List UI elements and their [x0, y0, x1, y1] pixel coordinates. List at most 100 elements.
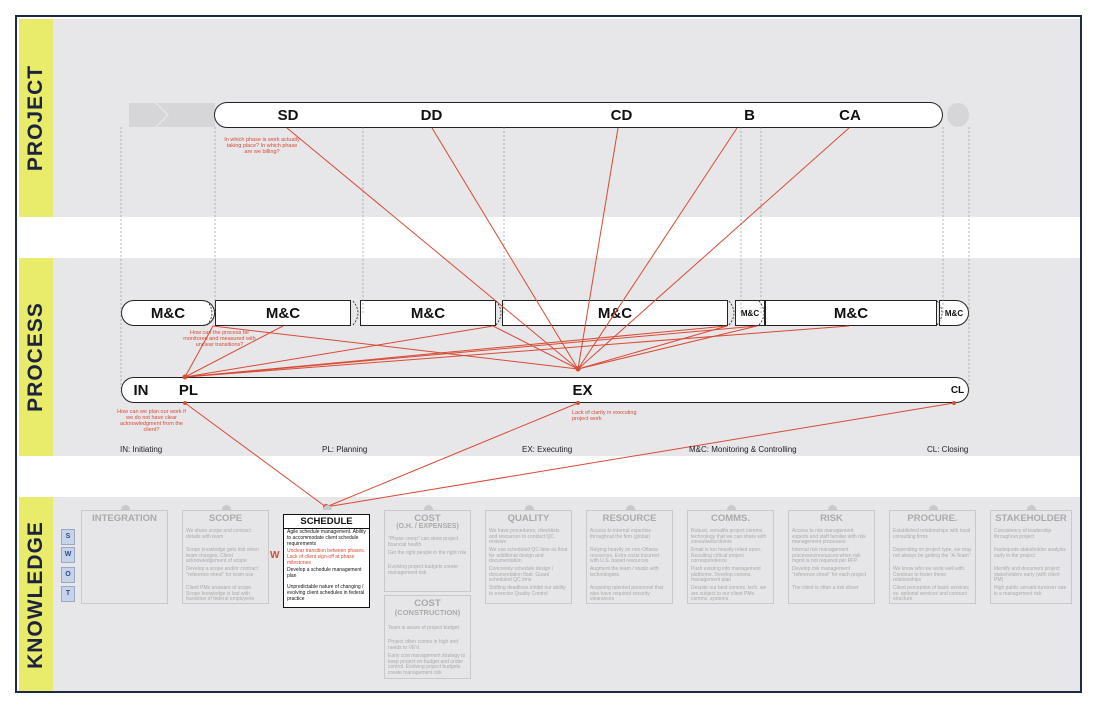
process-in-label: IN [133, 381, 149, 399]
note-mc-question: How can the process be monitored and mea… [183, 330, 256, 348]
process-cl-label: CL [950, 384, 965, 396]
knowledge-card-line: Concretely schedule design / documentati… [489, 566, 554, 584]
knowledge-card-line: Access to internal expertise throughout … [590, 528, 652, 540]
schedule-weakness: Unclear transition between phases. Lack … [287, 548, 366, 566]
knowledge-card-line: "Phase creep" can skew project financial… [388, 536, 459, 548]
tail-bar [947, 103, 969, 127]
swot-w: W [61, 547, 75, 563]
schedule-title: SCHEDULE [284, 516, 369, 529]
knowledge-tab-dot [423, 505, 433, 510]
knowledge-card-comms[interactable]: COMMS.Robust, versatile project comms. t… [687, 510, 774, 604]
cost-construction-title: COST [414, 598, 441, 609]
knowledge-card-line: Depending on project type, we may not al… [893, 547, 972, 559]
knowledge-tab-dot [221, 505, 231, 510]
phase-ca: CA [758, 102, 943, 128]
knowledge-card-line: Develop a scope and/or contract "referen… [186, 566, 258, 578]
process-cl: CL [947, 377, 969, 403]
phase-ca-label: CA [839, 106, 861, 124]
schedule-opportunity: Develop a schedule management plan [287, 567, 362, 579]
mc-pill-5: M&C [735, 300, 765, 326]
note-ex-issue: Lack of clarity in executing project wor… [572, 410, 637, 422]
phase-cd-label: CD [610, 106, 633, 124]
process-ex-label: EX [572, 381, 593, 399]
legend-pl: PL: Planning [322, 445, 368, 454]
legend-in: IN: Initiating [120, 445, 163, 454]
swot-t: T [61, 586, 75, 602]
phase-dd-label: DD [420, 106, 443, 124]
diagram-frame: PROJECT PROCESS KNOWLEDGE SD DD CD B CA … [15, 15, 1082, 693]
cost-construction-card: COST (CONSTRUCTION) Team is aware of pro… [384, 595, 471, 679]
cost-construction-subtitle: (CONSTRUCTION) [394, 608, 461, 617]
mc-pill-7: M&C [939, 300, 969, 326]
knowledge-tab-dot [827, 505, 837, 510]
knowledge-card-line: Scope knowledge gets lost when team chan… [186, 547, 259, 565]
knowledge-card-line: Email is too heavily relied upon. Result… [691, 547, 762, 565]
cost-construction-line-3: Early cost management strategy to keep p… [388, 653, 466, 676]
phase-b: B [740, 102, 760, 128]
mc-pill-1: M&C [121, 300, 215, 326]
lead-arrow-1 [129, 103, 167, 127]
knowledge-band-label: KNOWLEDGE [19, 497, 53, 691]
knowledge-card-line: Push existing info management platforms.… [691, 566, 761, 584]
lead-arrow-2 [157, 103, 215, 127]
phase-dd: DD [360, 102, 504, 128]
mc-label-2: M&C [265, 304, 301, 322]
knowledge-card-title: PROCURE. [907, 513, 958, 524]
legend-mc: M&C: Monitoring & Controlling [689, 445, 797, 454]
knowledge-card-title: COST [414, 513, 441, 524]
knowledge-tab-dot [928, 505, 938, 510]
knowledge-card-resource[interactable]: RESOURCE Access to internal expertise thr… [586, 510, 673, 604]
knowledge-card-line: Established relationships with local con… [893, 528, 971, 540]
knowledge-card-line: Inadequate stakeholder analysis early in… [994, 547, 1066, 559]
knowledge-card-title: STAKEHOLDER [995, 513, 1067, 524]
cost-construction-line-2: Project often comes in high and needs to… [388, 639, 459, 651]
knowledge-card-integration[interactable]: INTEGRATION [81, 510, 168, 604]
knowledge-card-title: INTEGRATION [92, 513, 157, 524]
schedule-weakness-marker: W [270, 550, 280, 561]
mc-label-1: M&C [150, 304, 186, 322]
knowledge-card-cost[interactable]: COST(O.H. / EXPENSES) "Phase creep" can s… [384, 510, 471, 592]
process-pl: PL [160, 377, 218, 403]
project-band-label: PROJECT [19, 19, 53, 217]
mc-pill-3: M&C [360, 300, 496, 326]
schedule-card[interactable]: SCHEDULE Agile schedule management. Abil… [283, 514, 370, 608]
process-pl-label: PL [178, 381, 199, 399]
cost-construction-line-1: Team is aware of project budget [388, 625, 459, 631]
mc-label-4: M&C [597, 304, 633, 322]
knowledge-tab-dot [1027, 505, 1036, 510]
knowledge-card-line: Develop risk management "reference sheet… [792, 566, 867, 578]
knowledge-card-line: Client PMs unaware of scope. Scope knowl… [186, 585, 255, 603]
knowledge-card-subheader: (O.H. / EXPENSES) [396, 523, 459, 530]
knowledge-tab-dot [120, 505, 130, 510]
mc-label-7: M&C [944, 308, 964, 318]
knowledge-card-procure[interactable]: PROCURE. Established relationships with l… [889, 510, 976, 604]
phase-sd: SD [214, 102, 362, 128]
knowledge-card-line: High public servant turnover rate is a m… [994, 585, 1067, 597]
knowledge-card-line: Internal risk management processes/resou… [792, 547, 861, 565]
mc-label-5: M&C [740, 308, 760, 318]
project-lead-arrows [129, 103, 969, 127]
process-in: IN [121, 377, 161, 403]
knowledge-card-line: Evolving project budgets create manageme… [388, 564, 458, 576]
schedule-threat: Unpredictable nature of changing / evolv… [287, 584, 365, 602]
mc-label-3: M&C [410, 304, 446, 322]
knowledge-card-line: We use scheduled QC time as float for ad… [489, 547, 568, 565]
process-band-label: PROCESS [19, 258, 53, 456]
legend-cl: CL: Closing [927, 445, 969, 454]
knowledge-card-line: We share scope and contract details with… [186, 528, 251, 540]
knowledge-tab-dot [726, 505, 736, 510]
knowledge-tab-dot [322, 505, 332, 510]
knowledge-card-scope[interactable]: SCOPE We share scope and contract details… [182, 510, 269, 604]
knowledge-card-line: We have procedures, checklists and resou… [489, 528, 560, 546]
swot-o: O [61, 567, 75, 583]
mc-pill-2: M&C [215, 300, 351, 326]
knowledge-card-line: Augment the team / studio with technolog… [590, 566, 659, 578]
knowledge-card-line: Identify and document project stakeholde… [994, 566, 1060, 584]
knowledge-card-line: Shifting deadlines inhibit our ability t… [489, 585, 566, 597]
knowledge-card-title: RESOURCE [602, 513, 657, 524]
knowledge-card-title: SCOPE [208, 513, 243, 524]
mc-label-6: M&C [833, 304, 869, 322]
